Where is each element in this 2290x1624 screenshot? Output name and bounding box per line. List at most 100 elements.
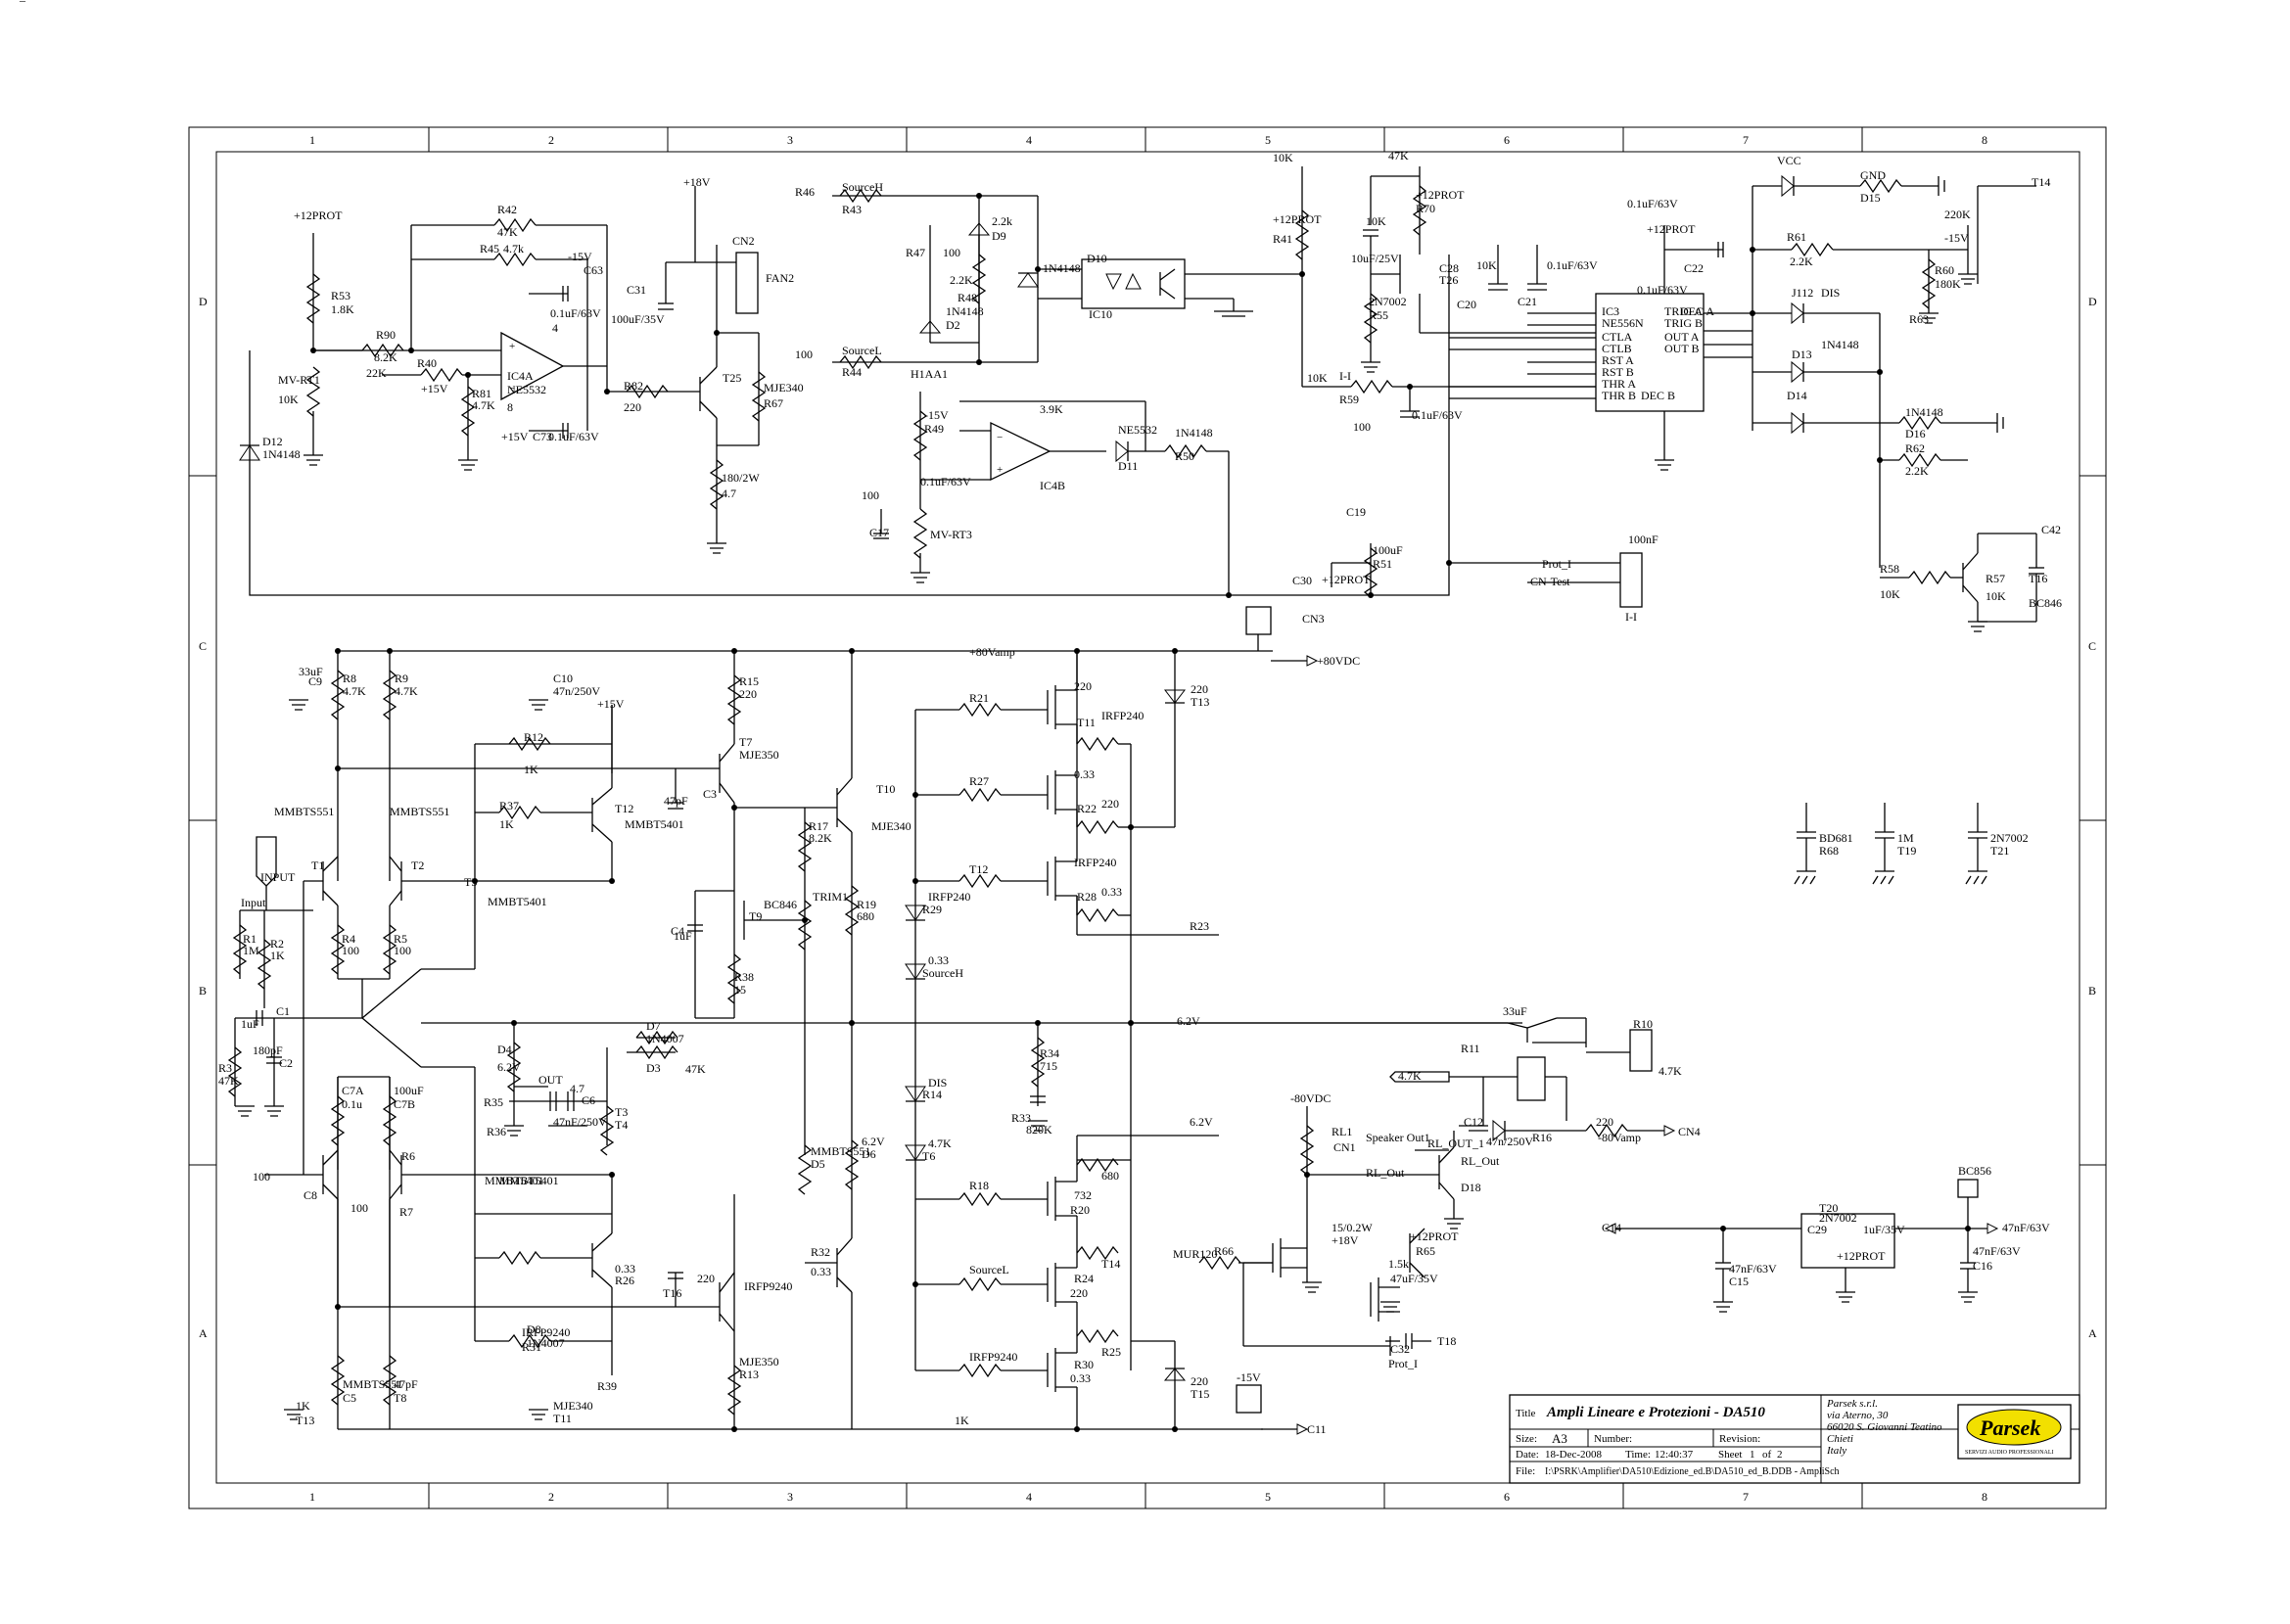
component-label: C15 [1729,1275,1749,1288]
component-label: 1.8K [331,302,354,316]
component-label: 1M [1897,831,1914,845]
component-label: R41 [1273,232,1292,246]
component-label: 220 [624,400,641,414]
component-label: 100 [394,944,411,957]
component-label: IRFP9240 [522,1325,570,1339]
revision-label: Revision: [1719,1433,1760,1445]
component-label: 1.5k [1388,1257,1409,1271]
component-label: +12PROT [0,0,49,3]
component-label: D16 [1905,427,1926,441]
component-label: R70 [1416,202,1435,215]
sheet-label: Sheet [1718,1449,1742,1461]
component-label: D8 [527,1322,541,1336]
component-label: MJE350 [739,1355,779,1369]
component-label: C7B [394,1097,415,1111]
component-label: 4.7K [928,1137,952,1150]
component-label: TRIG B [1664,316,1703,330]
component-label: 0.1u [342,1097,362,1111]
component-label: R38 [734,970,754,984]
component-label: 100uF [1373,543,1403,557]
component-label: R34 [1040,1046,1059,1060]
component-label: OUT B [1664,342,1699,355]
component-label: RG3 [0,0,23,3]
component-label: R21 [969,691,989,705]
component-label: RST A [1602,353,1634,367]
component-label: R1 [243,932,257,946]
component-label: 820K [1026,1123,1052,1137]
component-label: -15V [924,408,949,422]
component-label: T4 [615,1118,628,1132]
component-label: T16 [2029,572,2047,585]
svg-text:−: − [997,432,1003,443]
component-label: C28 [1439,261,1459,275]
component-label: 220 [1596,1115,1613,1129]
component-label: C8 [304,1188,317,1202]
grid-row-label: D [199,295,208,308]
component-label: R13 [739,1368,759,1381]
component-label: 47uF/35V [1390,1272,1438,1285]
component-label: C17 [869,526,889,539]
component-label: 1N4148 [1043,261,1081,275]
grid-row-label: D [2088,295,2097,308]
component-label: T25 [723,371,741,385]
component-label: 22K [366,366,387,380]
component-label: +15V [421,382,448,395]
component-label: C21 [1518,295,1537,308]
drawing-title: Ampli Lineare e Protezioni - DA510 [1546,1405,1765,1420]
component-label: RL_Out [1366,1166,1405,1180]
component-label: 1K [296,1399,310,1413]
component-label: R11 [1461,1042,1480,1055]
component-label: THR B [1602,389,1636,402]
title-block [1509,1394,2080,1484]
component-label: C4 [671,924,684,938]
number-label: Number: [1594,1433,1632,1445]
component-label: DEC B [1641,389,1675,402]
component-label: +12PROT [1322,573,1371,586]
component-label: R35 [484,1095,503,1109]
component-label: C19 [1346,505,1366,519]
component-label: C1 [276,1004,290,1018]
component-label: MJE350 [739,748,779,762]
component-label: R82 [624,379,643,393]
component-label: 0.33 [615,1262,635,1276]
component-label: LM7812CT [0,0,57,3]
component-label: +80Vamp [969,645,1015,659]
component-label: 4 [552,321,558,335]
component-label: R33 [1011,1111,1031,1125]
component-label: CTLB [1602,342,1632,355]
component-label: 0.33 [1070,1371,1091,1385]
component-label: +15V [597,697,625,711]
component-label: R6 [401,1149,415,1163]
component-label: R66 [1214,1244,1234,1258]
component-label: R45 [480,242,499,255]
component-label: 2.2K [950,273,973,287]
component-label: D14 [1787,389,1807,402]
component-label: 220 [1101,797,1119,811]
component-label: 100 [253,1170,270,1183]
grid-col-label: 3 [787,1490,793,1504]
component-label: T3 [615,1105,628,1119]
component-label: D4 [497,1043,512,1056]
component-label: 4.7K [1398,1069,1422,1083]
component-label: R15 [739,674,759,688]
component-label: RL_Out [1461,1154,1500,1168]
component-label: +12PROT [1837,1249,1886,1263]
component-label: +12PROT [1273,212,1322,226]
component-label: 100uF [394,1084,424,1097]
component-label: T2 [411,858,424,872]
grid-row-label: C [2088,639,2096,653]
component-label: 1N4148 [1175,426,1213,440]
component-label: 1N4007 [646,1032,684,1045]
component-label: D13 [1792,348,1812,361]
component-label: 10K [278,393,299,406]
component-label: R51 [1373,557,1392,571]
component-label: NE5532 [507,383,546,396]
component-label: T16 [663,1286,681,1300]
component-label: Prot_I [1542,557,1571,571]
component-label: 10K [1366,214,1386,228]
component-label: T18 [1437,1334,1456,1348]
component-label: R42 [497,203,517,216]
component-label: T26 [1439,273,1458,287]
component-label: T9 [749,909,762,923]
